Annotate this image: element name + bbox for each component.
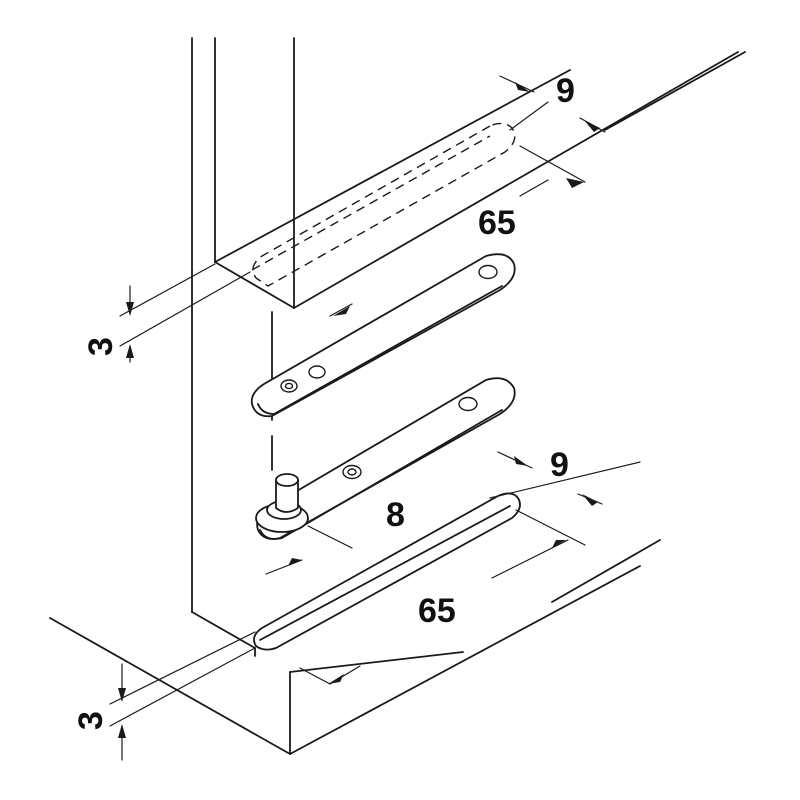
- top-pivot-plate: [250, 253, 516, 418]
- bottom-slot: [253, 492, 521, 651]
- top-plate-thickness-label: 3: [82, 337, 120, 356]
- top-frame: [214, 51, 746, 309]
- door-panel: [191, 37, 295, 649]
- floor-block: [49, 539, 661, 755]
- bottom-plate-hole-1: [458, 396, 478, 412]
- top-slot-length-label: 65: [478, 204, 516, 242]
- bottom-plate-thickness-label: 3: [72, 711, 110, 730]
- top-slot-width-label: 9: [556, 72, 575, 110]
- top-plate-hole-1: [478, 264, 498, 280]
- bottom-slot-width-label: 9: [550, 446, 569, 484]
- top-plate-hole-2: [308, 365, 326, 379]
- dimension-lines: [109, 75, 641, 761]
- top-slot-hidden: [251, 122, 516, 287]
- bottom-slot-length-label: 65: [418, 592, 456, 630]
- pivot-pin: [255, 473, 309, 533]
- pin-offset-label: 8: [386, 496, 405, 534]
